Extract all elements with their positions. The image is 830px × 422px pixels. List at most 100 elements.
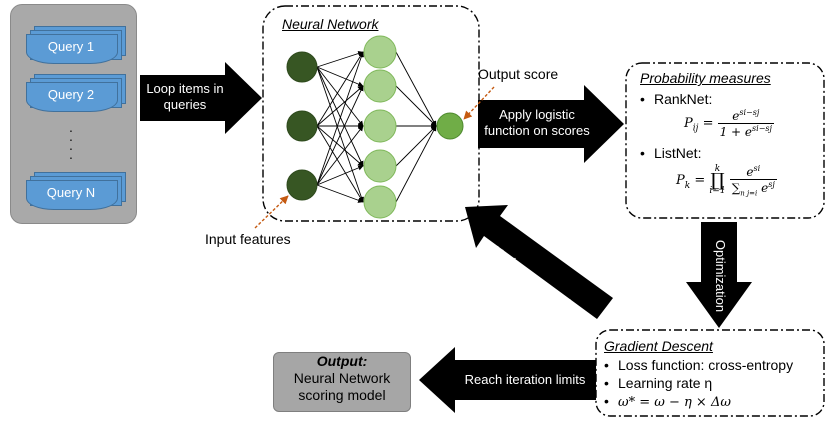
listnet-list: ListNet: (640, 144, 820, 162)
network-edge (395, 85, 437, 127)
network-edge (395, 51, 437, 127)
network-nodes (286, 35, 464, 219)
network-edge (316, 85, 364, 127)
optimization-arrow (686, 222, 752, 328)
ranknet-lhs: P (684, 116, 693, 131)
ranknet-num-sup: si−sj (739, 108, 760, 117)
document-sheet (26, 34, 118, 64)
network-edge (316, 66, 364, 167)
network-edge (316, 125, 364, 203)
ranknet-den-sup: si−sj (752, 124, 772, 133)
optimization-arrow-label: Optimization (713, 239, 728, 313)
listnet-den-limits: n j=i (740, 189, 758, 198)
gradient-title: Gradient Descent (604, 338, 713, 354)
query-n-label: Query N (46, 185, 96, 200)
network-edge (316, 66, 364, 127)
network-edge (316, 125, 364, 167)
ranknet-denominator: 1 + esi−sj (718, 124, 774, 139)
input-features-pointer (254, 195, 289, 229)
gradient-list: Loss function: cross-entropy Learning ra… (604, 356, 822, 412)
gradient-item: ω* = ω − η × Δω (604, 392, 822, 412)
product-operator: k ∏ i=1 (709, 164, 725, 197)
document-sheet (26, 180, 118, 210)
ranknet-formula: Pij = esi−sj 1 + esi−sj (684, 108, 774, 139)
listnet-den-sum: ∑ (731, 181, 741, 195)
query-ellipsis: ···· (68, 122, 74, 165)
listnet-formula: Pk = k ∏ i=1 esi ∑n j=i esj (676, 164, 777, 197)
query-1-document[interactable]: Query 1 (26, 26, 126, 64)
query-1-label: Query 1 (47, 39, 95, 54)
input-node (286, 110, 318, 142)
input-node (286, 51, 318, 83)
input-node (286, 169, 318, 201)
network-edge (316, 125, 364, 186)
hidden-node (363, 109, 397, 143)
ranknet-item: RankNet: (640, 90, 820, 108)
ranknet-den-base: 1 + e (719, 125, 753, 139)
network-edge (316, 50, 364, 68)
hidden-node (363, 69, 397, 103)
update-arrow (465, 205, 613, 319)
probability-list: RankNet: (640, 90, 820, 108)
network-connections (316, 50, 437, 203)
product-lower: i=1 (709, 186, 726, 197)
output-box: Output: Neural Network scoring model (273, 352, 411, 412)
network-edge (395, 125, 437, 167)
loop-arrow-label: Loop items in queries (146, 81, 224, 112)
network-edge (316, 85, 364, 186)
listnet-lhs: P (676, 173, 685, 189)
ranknet-numerator: esi−sj (717, 108, 774, 124)
update-rule-text: ω* = ω − η × Δω (618, 395, 731, 410)
reach-arrow (419, 347, 596, 413)
equals-sign: = (694, 173, 706, 189)
network-edge (316, 51, 364, 127)
product-upper: k (714, 164, 721, 175)
listnet-num-sup: si (753, 164, 761, 173)
learning-rate-text: Learning rate η (618, 375, 713, 391)
probability-box (625, 62, 825, 219)
loop-arrow (140, 62, 262, 134)
listnet-denominator: ∑n j=i esj (730, 180, 777, 197)
gradient-item: Loss function: cross-entropy (604, 356, 822, 374)
product-symbol: ∏ (710, 170, 725, 192)
network-edge (316, 66, 364, 87)
logistic-arrow (478, 85, 624, 163)
loss-function-text: Loss function: cross-entropy (618, 357, 794, 373)
output-text: Neural Network scoring model (293, 370, 391, 403)
listnet-numerator: esi (729, 164, 777, 180)
network-edge (395, 125, 437, 203)
hidden-node (363, 185, 397, 219)
hidden-node (363, 149, 397, 183)
input-features-label: Input features (205, 231, 291, 247)
logistic-arrow-label: Apply logistic function on scores (484, 107, 590, 138)
ranknet-lhs-sub: ij (692, 123, 699, 134)
probability-title: Probability measures (640, 70, 771, 86)
listnet-den-base: e (761, 181, 769, 195)
listnet-lhs-sub: k (684, 180, 691, 191)
neural-network-title: Neural Network (282, 16, 379, 32)
ranknet-num-base: e (732, 109, 740, 123)
query-2-label: Query 2 (47, 87, 95, 102)
gradient-item: Learning rate η (604, 374, 822, 392)
reach-arrow-label: Reach iteration limits (464, 372, 586, 387)
output-score-pointer (463, 86, 495, 120)
network-edge (316, 184, 364, 203)
output-node (436, 112, 464, 140)
output-score-label: Output score (478, 66, 559, 82)
listnet-den-sup: sj (768, 180, 775, 189)
network-edge (316, 165, 364, 186)
output-title: Output: (316, 353, 368, 369)
listnet-num-base: e (746, 165, 754, 179)
ranknet-fraction: esi−sj 1 + esi−sj (717, 108, 774, 139)
hidden-node (363, 35, 397, 69)
network-edge (316, 51, 364, 186)
query-2-document[interactable]: Query 2 (26, 74, 126, 112)
listnet-fraction: esi ∑n j=i esj (729, 164, 777, 197)
listnet-item: ListNet: (640, 144, 820, 162)
document-sheet (26, 82, 118, 112)
equals-sign: = (702, 116, 714, 131)
listnet-label: ListNet: (654, 145, 702, 161)
ranknet-label: RankNet: (654, 91, 713, 107)
query-n-document[interactable]: Query N (26, 172, 126, 210)
